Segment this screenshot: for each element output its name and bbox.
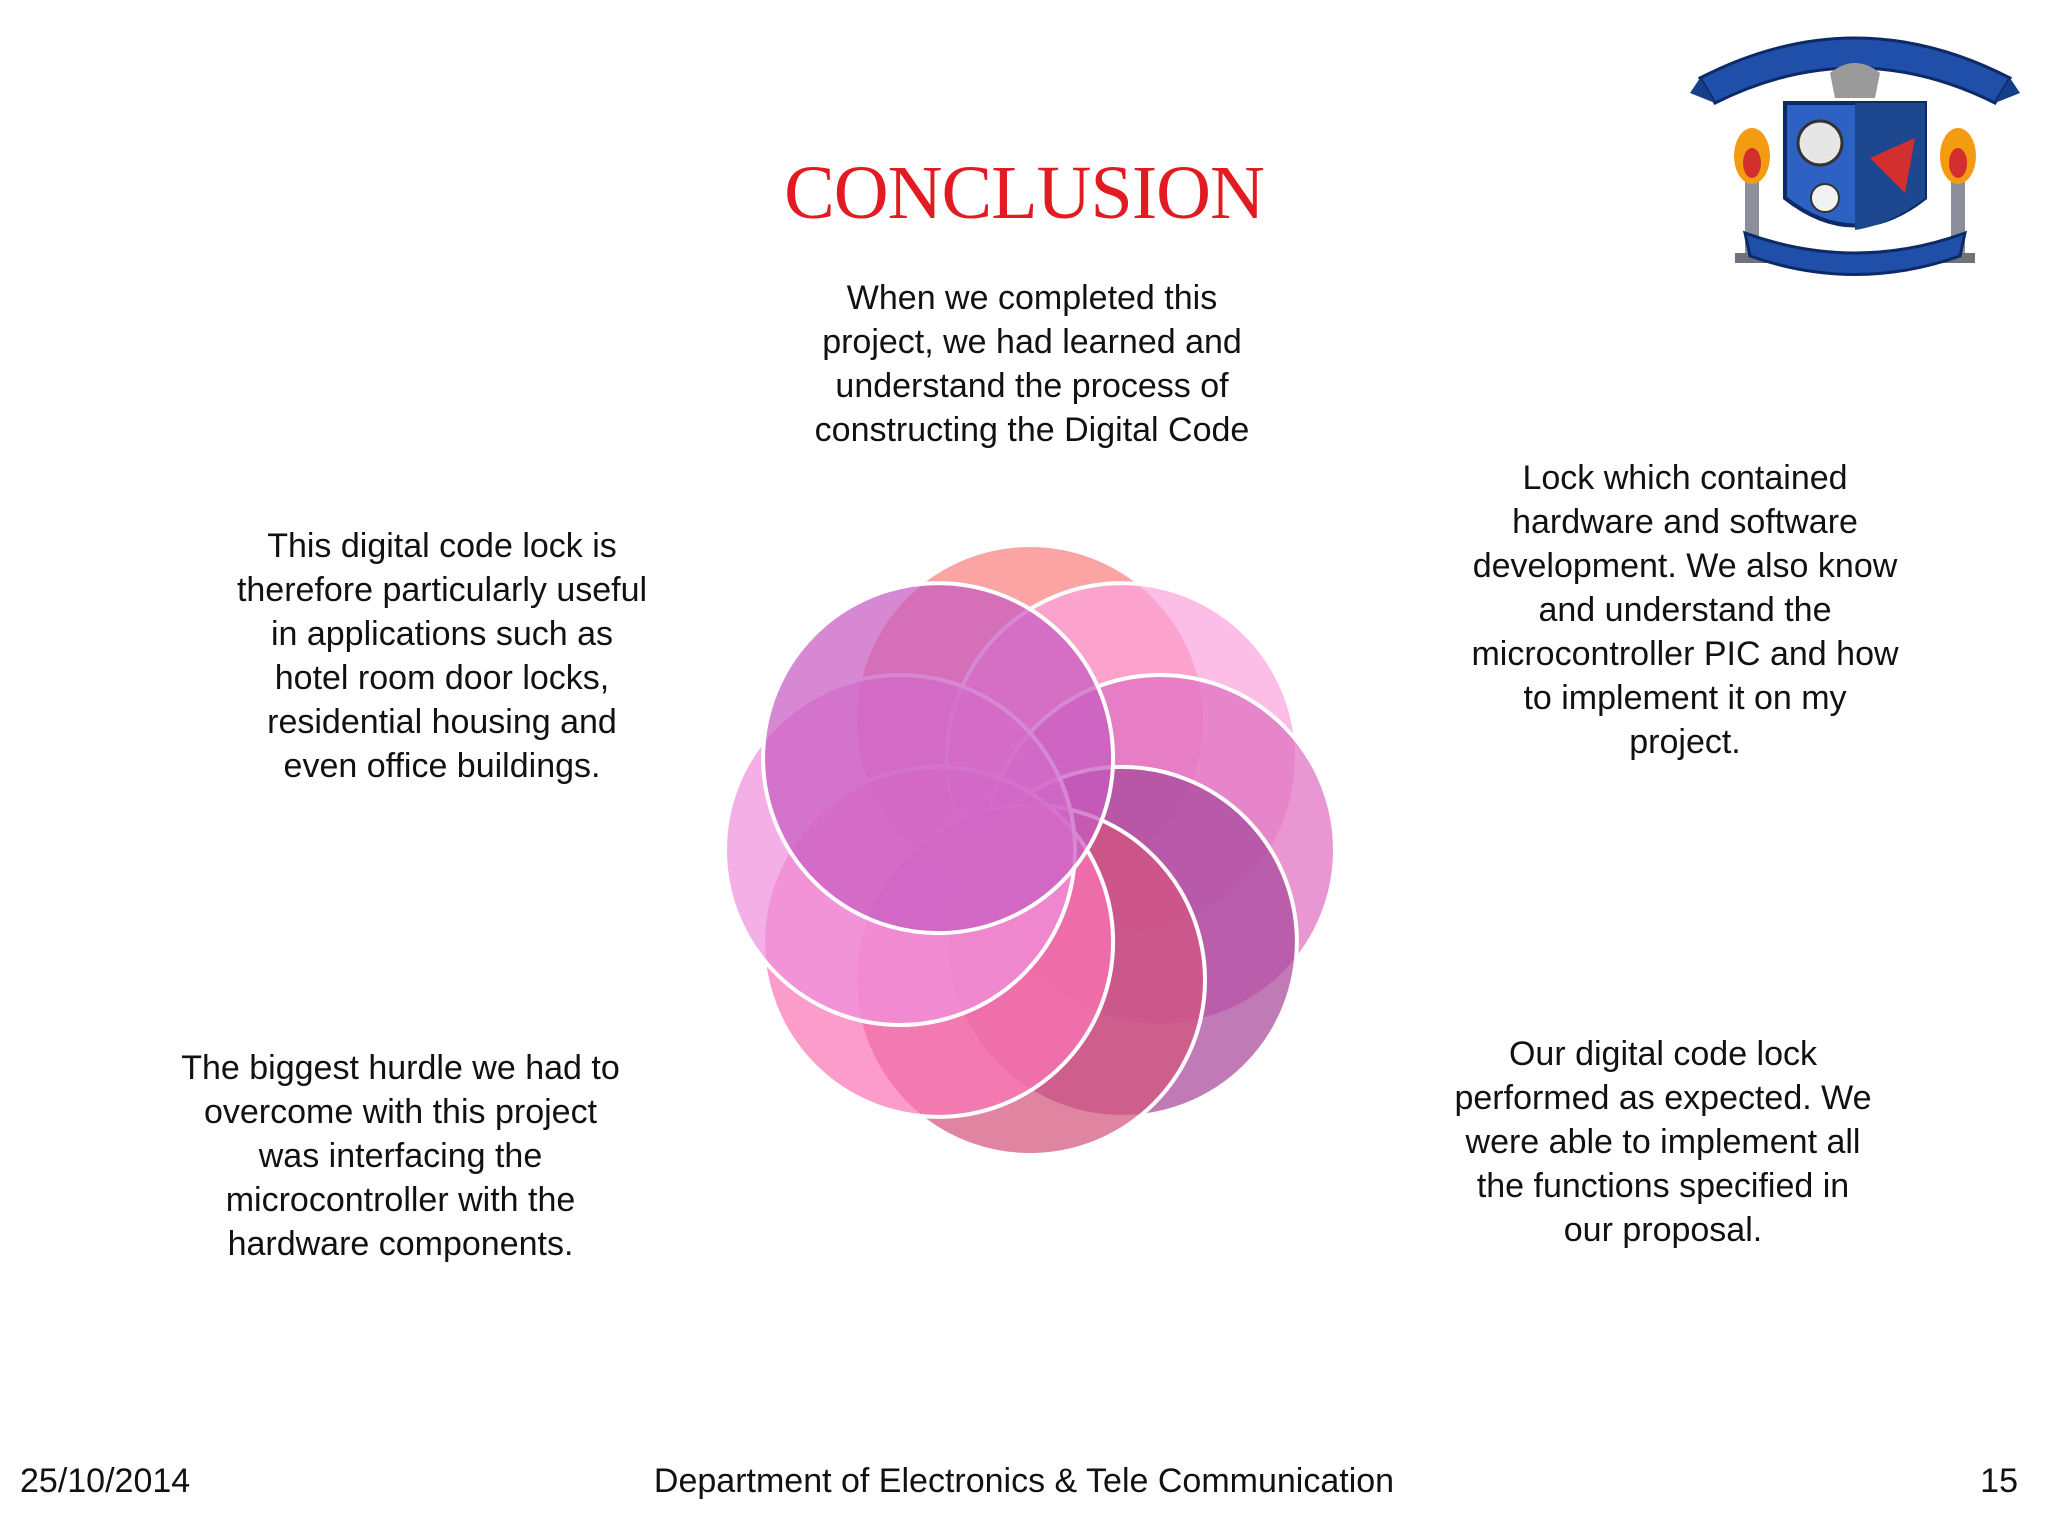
logo-base-ribbon bbox=[1742, 230, 1968, 276]
circle-group bbox=[723, 543, 1337, 1157]
footer-page-number: 15 bbox=[1980, 1462, 2018, 1500]
slide-title: CONCLUSION bbox=[784, 151, 1265, 235]
text-left: This digital code lock is therefore part… bbox=[236, 527, 648, 785]
diagram-circle-8 bbox=[761, 581, 1116, 936]
text-bottom-left: The biggest hurdle we had to overcome wi… bbox=[181, 1049, 620, 1263]
text-right: Lock which contained hardware and softwa… bbox=[1471, 459, 1899, 761]
institute-logo bbox=[1690, 36, 2020, 276]
footer-date: 25/10/2014 bbox=[20, 1462, 191, 1500]
text-bottom-right: Our digital code lock performed as expec… bbox=[1454, 1035, 1872, 1249]
footer-department: Department of Electronics & Tele Communi… bbox=[653, 1462, 1395, 1500]
text-top: When we completed this project, we had l… bbox=[814, 279, 1250, 449]
overlapping-circles-diagram bbox=[723, 543, 1337, 1157]
